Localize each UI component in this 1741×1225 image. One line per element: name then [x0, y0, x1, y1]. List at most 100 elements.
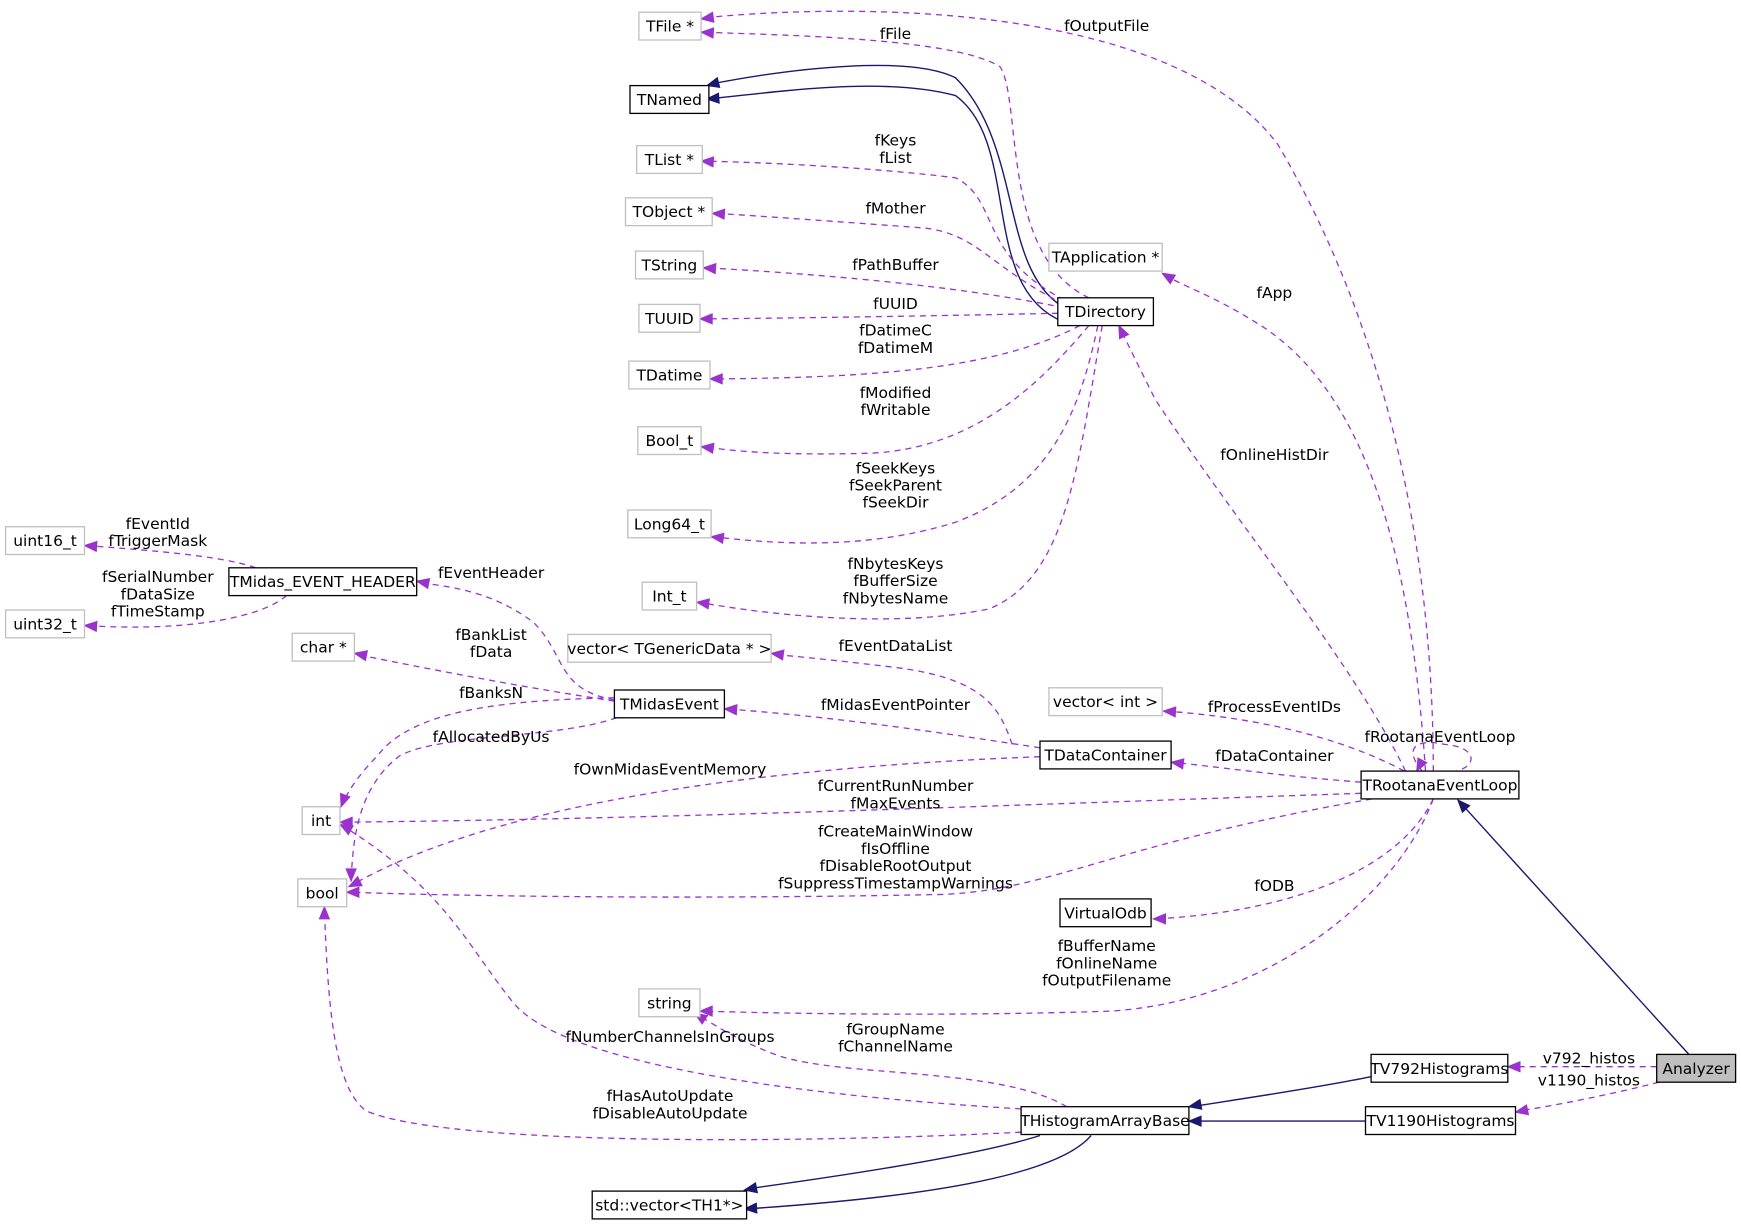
edge-label-line: fSeekParent [849, 477, 942, 495]
edge-label-foutputfile: fOutputFile [1064, 17, 1149, 35]
class-node-bool-t[interactable]: Bool_t [637, 426, 702, 456]
edge-label-fpathbuffer: fPathBuffer [852, 256, 939, 274]
class-node-label: Bool_t [646, 432, 694, 451]
member-edge-fuuid [698, 312, 1058, 325]
class-node-label: uint32_t [13, 615, 77, 634]
class-node-tobject[interactable]: TObject * [624, 197, 713, 227]
edge-label-line: v792_histos [1543, 1049, 1635, 1068]
edge-label-line: fProcessEventIDs [1208, 698, 1341, 716]
edge-label-line: fMidasEventPointer [821, 696, 971, 714]
class-node-label: TV792Histograms [1369, 1060, 1508, 1078]
class-node-label: char * [300, 639, 347, 657]
class-node-uint16-t[interactable]: uint16_t [4, 526, 86, 556]
edge-label-fownmidaseventmemory: fOwnMidasEventMemory [574, 760, 767, 778]
edge-label-fonlinehistdir: fOnlineHistDir [1220, 446, 1329, 464]
edge-label-line: fOnlineName [1056, 954, 1157, 972]
edge-label-fprocesseventids: fProcessEventIDs [1208, 698, 1341, 716]
class-node-tmidasevent[interactable]: TMidasEvent [613, 689, 726, 719]
edge-label-line: fOwnMidasEventMemory [574, 760, 767, 778]
class-node-char-ptr[interactable]: char * [291, 632, 356, 662]
edge-label-line: fOnlineHistDir [1220, 446, 1329, 464]
class-node-string[interactable]: string [638, 988, 701, 1018]
class-node-label: vector< TGenericData * > [567, 640, 771, 658]
class-node-label: TDatime [635, 367, 702, 385]
member-edge-frootanaeventloop [1412, 741, 1472, 773]
edge-label-line: fBufferName [1058, 937, 1156, 955]
edge-label-fodb: fODB [1254, 877, 1294, 895]
member-edge-fdatacontainer [1169, 758, 1362, 783]
class-node-analyzer[interactable]: Analyzer [1656, 1053, 1737, 1083]
edge-label-v1190: v1190_histos [1538, 1072, 1640, 1091]
edge-label-line: fDisableRootOutput [820, 857, 972, 875]
edge-label-line: fFile [880, 25, 911, 43]
class-node-trootanaeventloop[interactable]: TRootanaEventLoop [1360, 770, 1520, 800]
class-node-tv1190histograms[interactable]: TV1190Histograms [1364, 1106, 1517, 1136]
edge-label-line: fChannelName [838, 1038, 953, 1056]
edge-label-line: fBanksN [459, 684, 523, 702]
class-node-tdatime[interactable]: TDatime [628, 360, 711, 390]
edge-label-line: v1190_histos [1538, 1072, 1640, 1091]
class-node-tv792histograms[interactable]: TV792Histograms [1369, 1053, 1508, 1083]
edge-label-line: fSerialNumber [102, 568, 214, 586]
class-node-label: TRootanaEventLoop [1362, 777, 1518, 795]
edge-label-line: fEventDataList [839, 637, 953, 655]
member-edge-foutputfile [699, 10, 1434, 772]
edge-label-fuuid: fUUID [873, 295, 918, 313]
class-node-int[interactable]: int [301, 806, 341, 836]
class-node-vector-int[interactable]: vector< int > [1048, 687, 1163, 717]
class-node-tmidas-event-header[interactable]: TMidas_EVENT_HEADER [228, 567, 418, 597]
inheritance-edge-0 [1456, 799, 1690, 1055]
class-node-tdatacontainer[interactable]: TDataContainer [1039, 740, 1172, 770]
class-node-bool[interactable]: bool [297, 878, 348, 908]
edge-label-fdatacontainer: fDataContainer [1215, 747, 1334, 765]
class-node-label: Analyzer [1662, 1060, 1730, 1078]
member-edge-feventdatalist [769, 649, 1013, 745]
class-node-tuuid[interactable]: TUUID [638, 303, 701, 333]
class-node-label: TString [641, 257, 698, 275]
class-node-label: TList * [644, 151, 694, 169]
member-edge-fallocatedbyus [345, 717, 617, 883]
edge-label-v792: v792_histos [1543, 1049, 1635, 1068]
edge-label-line: fDataContainer [1215, 747, 1334, 765]
class-node-int-t[interactable]: Int_t [641, 581, 698, 611]
edge-label-frootanaeventloop: fRootanaEventLoop [1365, 728, 1516, 746]
edge-label-line: fKeys [875, 132, 917, 150]
class-node-tstring[interactable]: TString [634, 250, 704, 280]
class-node-uint32-t[interactable]: uint32_t [4, 609, 86, 639]
class-node-tfile[interactable]: TFile * [638, 11, 702, 41]
edge-label-line: fNbytesKeys [848, 555, 944, 573]
member-edge-fmidaseventpointer [723, 703, 1041, 749]
class-node-vector-tgenericdata[interactable]: vector< TGenericData * > [567, 633, 772, 663]
inheritance-edge-3 [743, 1134, 1041, 1194]
edge-label-line: fCurrentRunNumber [818, 777, 974, 795]
class-node-tnamed[interactable]: TNamed [629, 84, 710, 115]
edge-label-line: fBankList [455, 626, 526, 644]
class-node-tdirectory[interactable]: TDirectory [1057, 297, 1155, 327]
edge-label-line: fEventId [126, 515, 190, 533]
class-node-std-vector-th1[interactable]: std::vector<TH1*> [591, 1190, 748, 1220]
member-edge-fnbytes [695, 325, 1103, 620]
class-node-tapplication[interactable]: TApplication * [1048, 242, 1163, 272]
edge-label-line: fHasAutoUpdate [607, 1087, 734, 1105]
class-node-virtualodb[interactable]: VirtualOdb [1059, 898, 1152, 928]
class-node-label: THistogramArrayBase [1019, 1112, 1189, 1130]
inheritance-edge-1 [1187, 1076, 1372, 1110]
member-edge-fcreatemain [345, 798, 1373, 898]
class-node-label: TMidasEvent [619, 695, 719, 713]
edge-label-line: fTimeStamp [111, 603, 205, 621]
edge-label-line: fNbytesName [843, 589, 948, 607]
edge-label-line: fDisableAutoUpdate [592, 1104, 747, 1122]
class-node-long64-t[interactable]: Long64_t [627, 509, 712, 539]
member-edge-feventheader [415, 577, 615, 701]
class-node-thistogramarraybase[interactable]: THistogramArrayBase [1019, 1106, 1190, 1136]
member-edge-fbanklist [353, 650, 615, 702]
edge-label-fmidaseventpointer: fMidasEventPointer [821, 696, 971, 714]
class-node-tlist[interactable]: TList * [636, 144, 703, 175]
